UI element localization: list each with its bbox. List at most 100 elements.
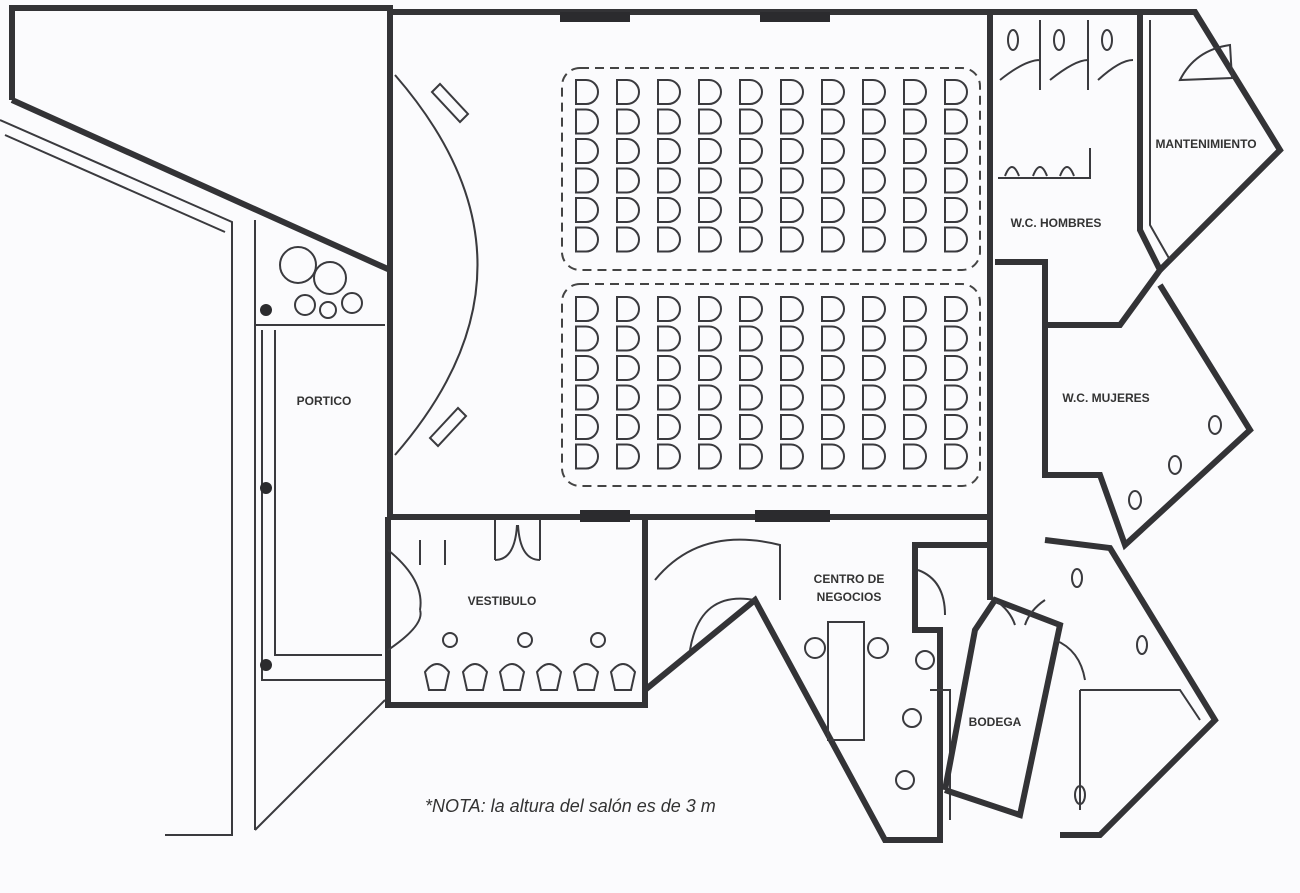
seat xyxy=(862,325,886,352)
seat xyxy=(944,197,968,223)
seat xyxy=(739,167,763,194)
seat xyxy=(657,167,681,194)
seat xyxy=(739,325,763,352)
seat xyxy=(698,108,722,135)
seat xyxy=(862,414,886,440)
seat xyxy=(616,167,640,194)
seat xyxy=(944,167,968,194)
seat xyxy=(698,355,722,381)
seat xyxy=(657,226,681,253)
seat xyxy=(657,384,681,411)
seat xyxy=(903,384,927,411)
seat xyxy=(821,296,845,322)
seat xyxy=(780,197,804,223)
seat xyxy=(575,414,599,440)
seat xyxy=(903,197,927,223)
seat xyxy=(575,226,599,253)
seat xyxy=(739,296,763,322)
seat xyxy=(862,443,886,470)
seat xyxy=(616,79,640,105)
vestibulo-room xyxy=(385,517,648,708)
seat xyxy=(821,325,845,352)
seat xyxy=(903,443,927,470)
seat xyxy=(780,226,804,253)
seat xyxy=(944,384,968,411)
label-wc-mujeres: W.C. MUJERES xyxy=(1062,391,1149,405)
seat xyxy=(616,138,640,164)
seat xyxy=(944,355,968,381)
seat xyxy=(944,414,968,440)
seat xyxy=(575,138,599,164)
seat xyxy=(657,138,681,164)
seat xyxy=(575,355,599,381)
seat xyxy=(903,226,927,253)
seat xyxy=(657,443,681,470)
seat xyxy=(780,138,804,164)
seat xyxy=(862,197,886,223)
seat xyxy=(903,355,927,381)
seat xyxy=(575,197,599,223)
seat xyxy=(821,443,845,470)
seat xyxy=(739,414,763,440)
seat xyxy=(862,355,886,381)
seat xyxy=(903,138,927,164)
seat xyxy=(903,296,927,322)
seat xyxy=(616,226,640,253)
seat xyxy=(616,443,640,470)
seat xyxy=(575,108,599,135)
seat xyxy=(821,355,845,381)
seat xyxy=(739,197,763,223)
seat xyxy=(575,167,599,194)
seat xyxy=(903,167,927,194)
seat xyxy=(657,414,681,440)
seat xyxy=(698,79,722,105)
seat xyxy=(739,443,763,470)
seat xyxy=(698,325,722,352)
seat xyxy=(780,414,804,440)
seating-area xyxy=(575,79,968,470)
seat xyxy=(739,108,763,135)
main-hall xyxy=(387,9,993,522)
seat xyxy=(821,384,845,411)
seat xyxy=(903,79,927,105)
seat xyxy=(944,296,968,322)
seat xyxy=(739,79,763,105)
seat xyxy=(698,226,722,253)
seat xyxy=(657,355,681,381)
seat xyxy=(575,443,599,470)
bodega-room xyxy=(942,596,1064,819)
seat xyxy=(821,226,845,253)
label-centro-line1: CENTRO DE xyxy=(814,572,885,586)
seat xyxy=(780,443,804,470)
seat xyxy=(657,197,681,223)
seat xyxy=(657,296,681,322)
seat xyxy=(616,325,640,352)
seat xyxy=(862,226,886,253)
seat xyxy=(616,108,640,135)
seat xyxy=(616,355,640,381)
seat xyxy=(575,384,599,411)
seat xyxy=(944,79,968,105)
seat xyxy=(739,138,763,164)
seat xyxy=(780,296,804,322)
seat xyxy=(821,414,845,440)
seat xyxy=(944,138,968,164)
seat xyxy=(821,108,845,135)
seat xyxy=(657,325,681,352)
seat xyxy=(616,197,640,223)
seat xyxy=(780,384,804,411)
label-wc-hombres: W.C. HOMBRES xyxy=(1011,216,1102,230)
seat xyxy=(903,414,927,440)
seat xyxy=(862,296,886,322)
centro-de-negocios-room xyxy=(643,538,990,843)
seat xyxy=(657,79,681,105)
label-centro-line2: NEGOCIOS xyxy=(817,590,882,604)
seat xyxy=(575,79,599,105)
seat xyxy=(862,384,886,411)
seat xyxy=(780,325,804,352)
seat xyxy=(575,296,599,322)
seat xyxy=(780,355,804,381)
seat xyxy=(780,167,804,194)
seat xyxy=(698,384,722,411)
seat xyxy=(780,79,804,105)
